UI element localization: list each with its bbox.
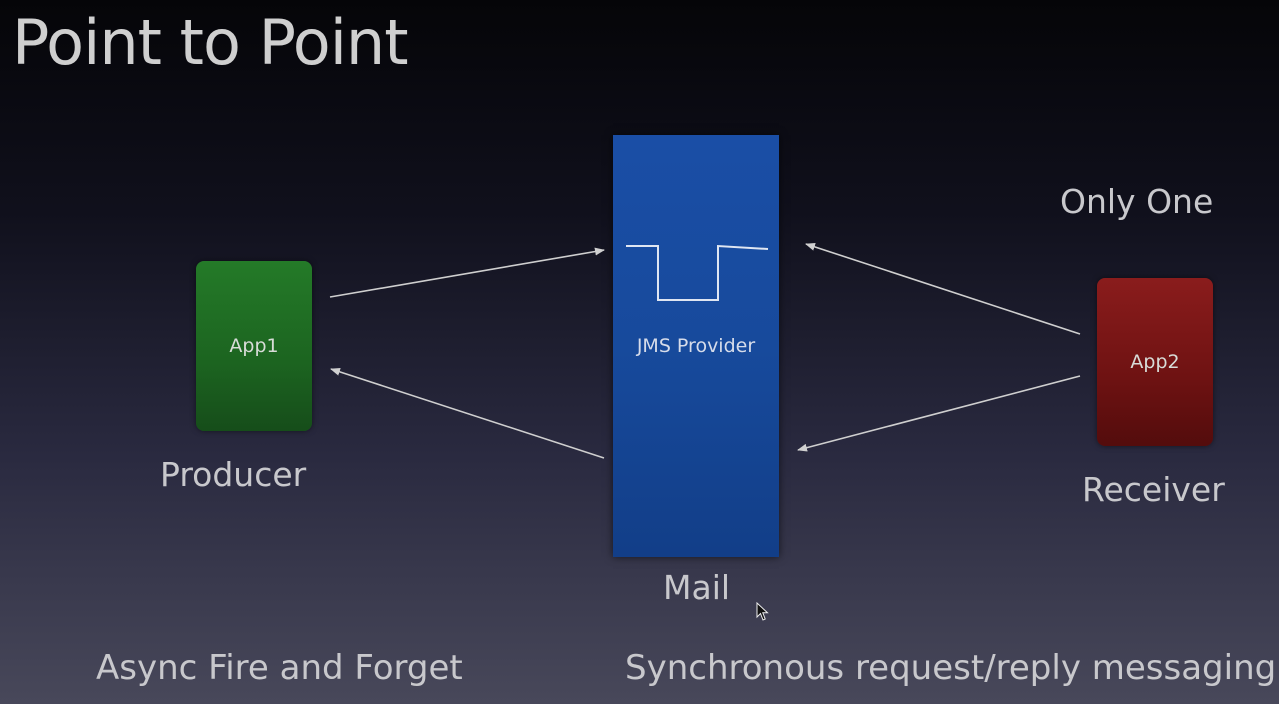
- arrow-provider-to-app1: [330, 367, 605, 459]
- arrow-app2-to-provider-lower: [797, 375, 1081, 452]
- receiver-caption: Receiver: [1082, 470, 1225, 509]
- mail-caption: Mail: [663, 568, 731, 607]
- jms-provider-box: [613, 135, 779, 557]
- app2-label: App2: [1130, 351, 1180, 373]
- only-one-note: Only One: [1060, 182, 1214, 221]
- app1-label: App1: [229, 335, 279, 357]
- producer-caption: Producer: [160, 455, 307, 494]
- footer-async: Async Fire and Forget: [96, 648, 463, 688]
- mouse-cursor-icon: [756, 602, 769, 621]
- app1-box: App1: [196, 261, 312, 431]
- app2-box: App2: [1097, 278, 1213, 446]
- arrow-app2-to-provider-upper: [805, 243, 1081, 335]
- footer-sync: Synchronous request/reply messaging: [625, 648, 1277, 688]
- jms-provider-label: JMS Provider: [636, 335, 756, 357]
- arrow-app1-to-provider: [329, 247, 605, 298]
- slide-title: Point to Point: [12, 6, 409, 79]
